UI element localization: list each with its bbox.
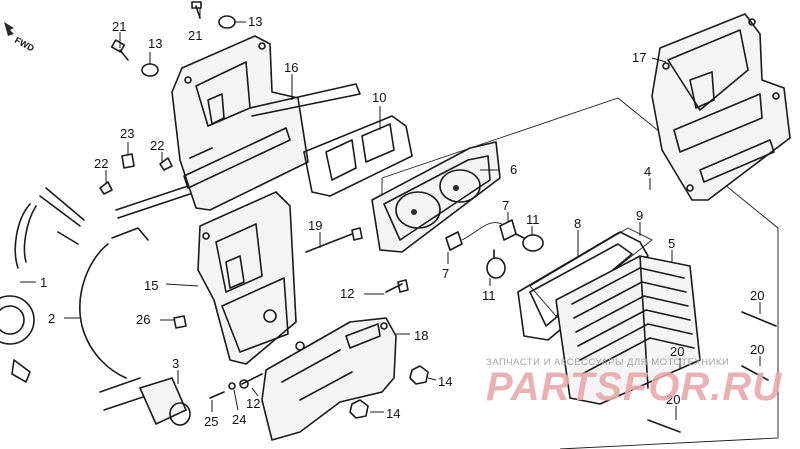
fwd-orientation-arrow: FWD: [4, 22, 36, 54]
callout-20: 20: [750, 288, 764, 303]
callout-2: 2: [48, 311, 55, 326]
callout-10: 10: [372, 90, 386, 105]
callout-17: 17: [632, 50, 646, 65]
callout-12: 12: [340, 286, 354, 301]
part-18-stay-plate: [261, 317, 397, 441]
callout-21: 21: [188, 28, 202, 43]
callout-8: 8: [574, 216, 581, 231]
callout-23: 23: [120, 126, 134, 141]
watermark-brand: PARTSFOR.RU: [486, 365, 782, 409]
callout-5: 5: [668, 236, 675, 251]
part-2-meter-cable: [79, 227, 149, 411]
callout-21: 21: [112, 19, 126, 34]
part-5-indicator-lens: [555, 255, 701, 405]
part-19-screw: [305, 227, 363, 253]
part-22-bolt: [99, 157, 173, 195]
callout-18: 18: [414, 328, 428, 343]
callout-24: 24: [232, 412, 246, 427]
callout-4: 4: [644, 164, 651, 179]
part-8-lens-frame: [517, 231, 649, 341]
callout-20: 20: [666, 392, 680, 407]
part-6-meter-case: [371, 141, 501, 253]
leader-lines: [20, 8, 761, 420]
callout-14: 14: [438, 374, 452, 389]
callout-14: 14: [386, 406, 400, 421]
callout-11: 11: [482, 288, 496, 303]
part-1-wire-harness: [0, 187, 85, 383]
part-23-collar: [121, 153, 135, 169]
fwd-label: FWD: [13, 35, 36, 54]
callout-20: 20: [750, 342, 764, 357]
part-11-bulb: [486, 233, 544, 279]
callout-3: 3: [172, 356, 179, 371]
part-10-gasket: [303, 115, 413, 197]
callout-20: 20: [670, 344, 684, 359]
part-7-bulb-socket: [445, 219, 517, 251]
callout-15: 15: [144, 278, 158, 293]
part-20-screw: [647, 311, 777, 433]
callout-16: 16: [284, 60, 298, 75]
callout-1: 1: [40, 275, 47, 290]
callout-7: 7: [502, 198, 509, 213]
callout-11: 11: [526, 212, 540, 227]
part-17-meter-bracket: [651, 13, 791, 201]
part-3-cap: [139, 377, 191, 426]
part-14-nut: [349, 365, 429, 419]
part-26-screw: [173, 315, 187, 329]
callout-12: 12: [246, 396, 260, 411]
callout-6: 6: [510, 162, 517, 177]
callout-labels: 21 21 13 13 16 10 17 23 22 22 6 4 7 11 8…: [40, 14, 764, 429]
callout-19: 19: [308, 218, 322, 233]
watermark: ЗАПЧАСТИ И АКСЕССУАРЫ ДЛЯ МОТОТЕХНИКИ PA…: [486, 357, 782, 409]
callout-9: 9: [636, 208, 643, 223]
callout-13: 13: [248, 14, 262, 29]
callout-22: 22: [150, 138, 164, 153]
callout-22: 22: [94, 156, 108, 171]
part-9-seal: [529, 227, 653, 317]
part-25-clip: [209, 391, 225, 399]
callout-7: 7: [442, 266, 449, 281]
part-12-bolt: [239, 279, 409, 389]
part-15-lower-bracket: [197, 191, 297, 365]
part-21-screw: [110, 1, 202, 61]
callout-13: 13: [148, 36, 162, 51]
callout-25: 25: [204, 414, 218, 429]
watermark-tagline: ЗАПЧАСТИ И АКСЕССУАРЫ ДЛЯ МОТОТЕХНИКИ: [486, 357, 729, 368]
part-16-upper-bracket: [115, 35, 361, 219]
callout-26: 26: [136, 312, 150, 327]
part-24-washer: [228, 382, 236, 390]
